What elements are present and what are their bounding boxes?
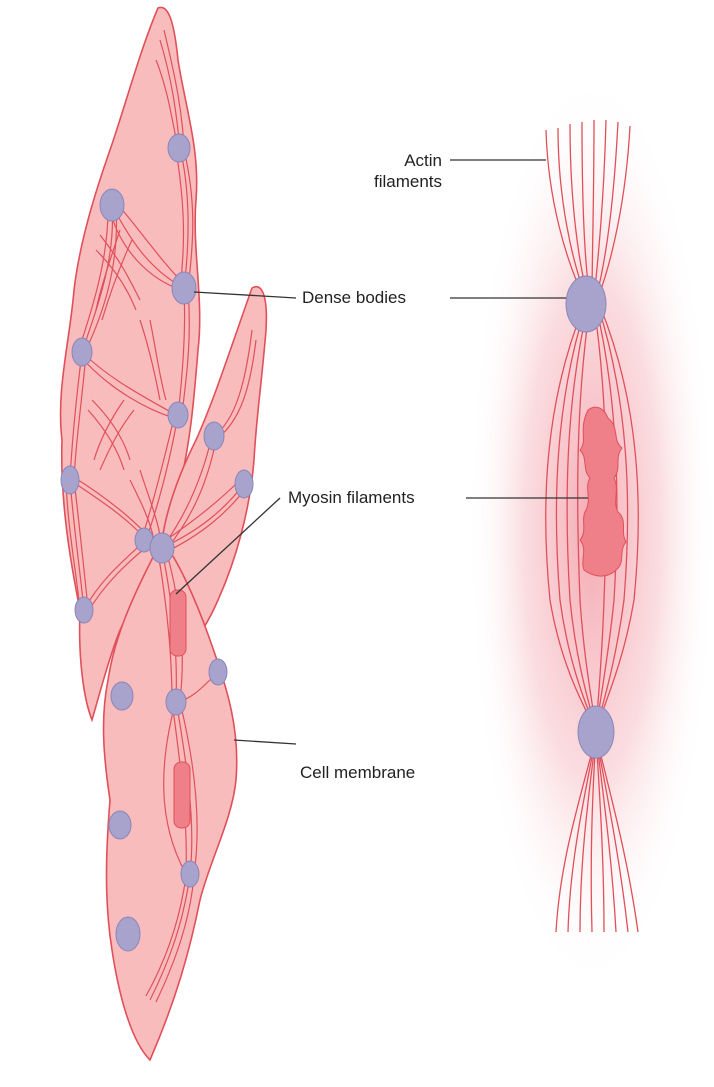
leader-myosin-left xyxy=(175,497,281,595)
dense-body xyxy=(167,401,189,429)
cell-upper-left xyxy=(59,6,201,723)
label-actin-line2: filaments xyxy=(373,172,442,191)
dense-body-bottom xyxy=(577,705,615,759)
myosin-filament-upper xyxy=(169,589,187,657)
contractile-unit xyxy=(467,70,714,990)
dense-body-top xyxy=(565,275,607,333)
leader-dense-left xyxy=(193,291,297,299)
dense-body xyxy=(149,532,175,564)
dense-body xyxy=(74,596,94,624)
dense-body xyxy=(167,133,191,163)
actin-bundles-lower-cell xyxy=(145,549,219,1003)
label-cell-membrane: Cell membrane xyxy=(300,763,416,782)
leader-membrane xyxy=(233,739,297,745)
dense-body xyxy=(99,188,125,222)
dense-body xyxy=(110,681,134,711)
dense-body xyxy=(234,469,254,499)
label-actin-filaments: Actin filaments xyxy=(340,150,442,192)
dense-body xyxy=(171,271,197,305)
dense-body xyxy=(108,810,132,840)
dense-bodies-left xyxy=(60,133,254,952)
leader-lines xyxy=(175,159,588,745)
actin-fan-bottom xyxy=(555,735,639,933)
dense-body xyxy=(71,337,93,367)
label-actin-line1: Actin xyxy=(404,151,442,170)
label-dense-bodies: Dense bodies xyxy=(302,288,406,307)
myosin-filament-right xyxy=(579,406,627,577)
dense-body xyxy=(165,688,187,716)
dense-body xyxy=(180,860,200,888)
dense-body xyxy=(115,916,141,952)
dense-body xyxy=(203,421,225,451)
dense-body xyxy=(208,658,228,686)
smooth-muscle-cells xyxy=(59,6,268,1062)
myosin-filament-lower xyxy=(173,761,191,829)
dense-body xyxy=(60,465,80,495)
label-myosin-filaments: Myosin filaments xyxy=(288,488,415,507)
